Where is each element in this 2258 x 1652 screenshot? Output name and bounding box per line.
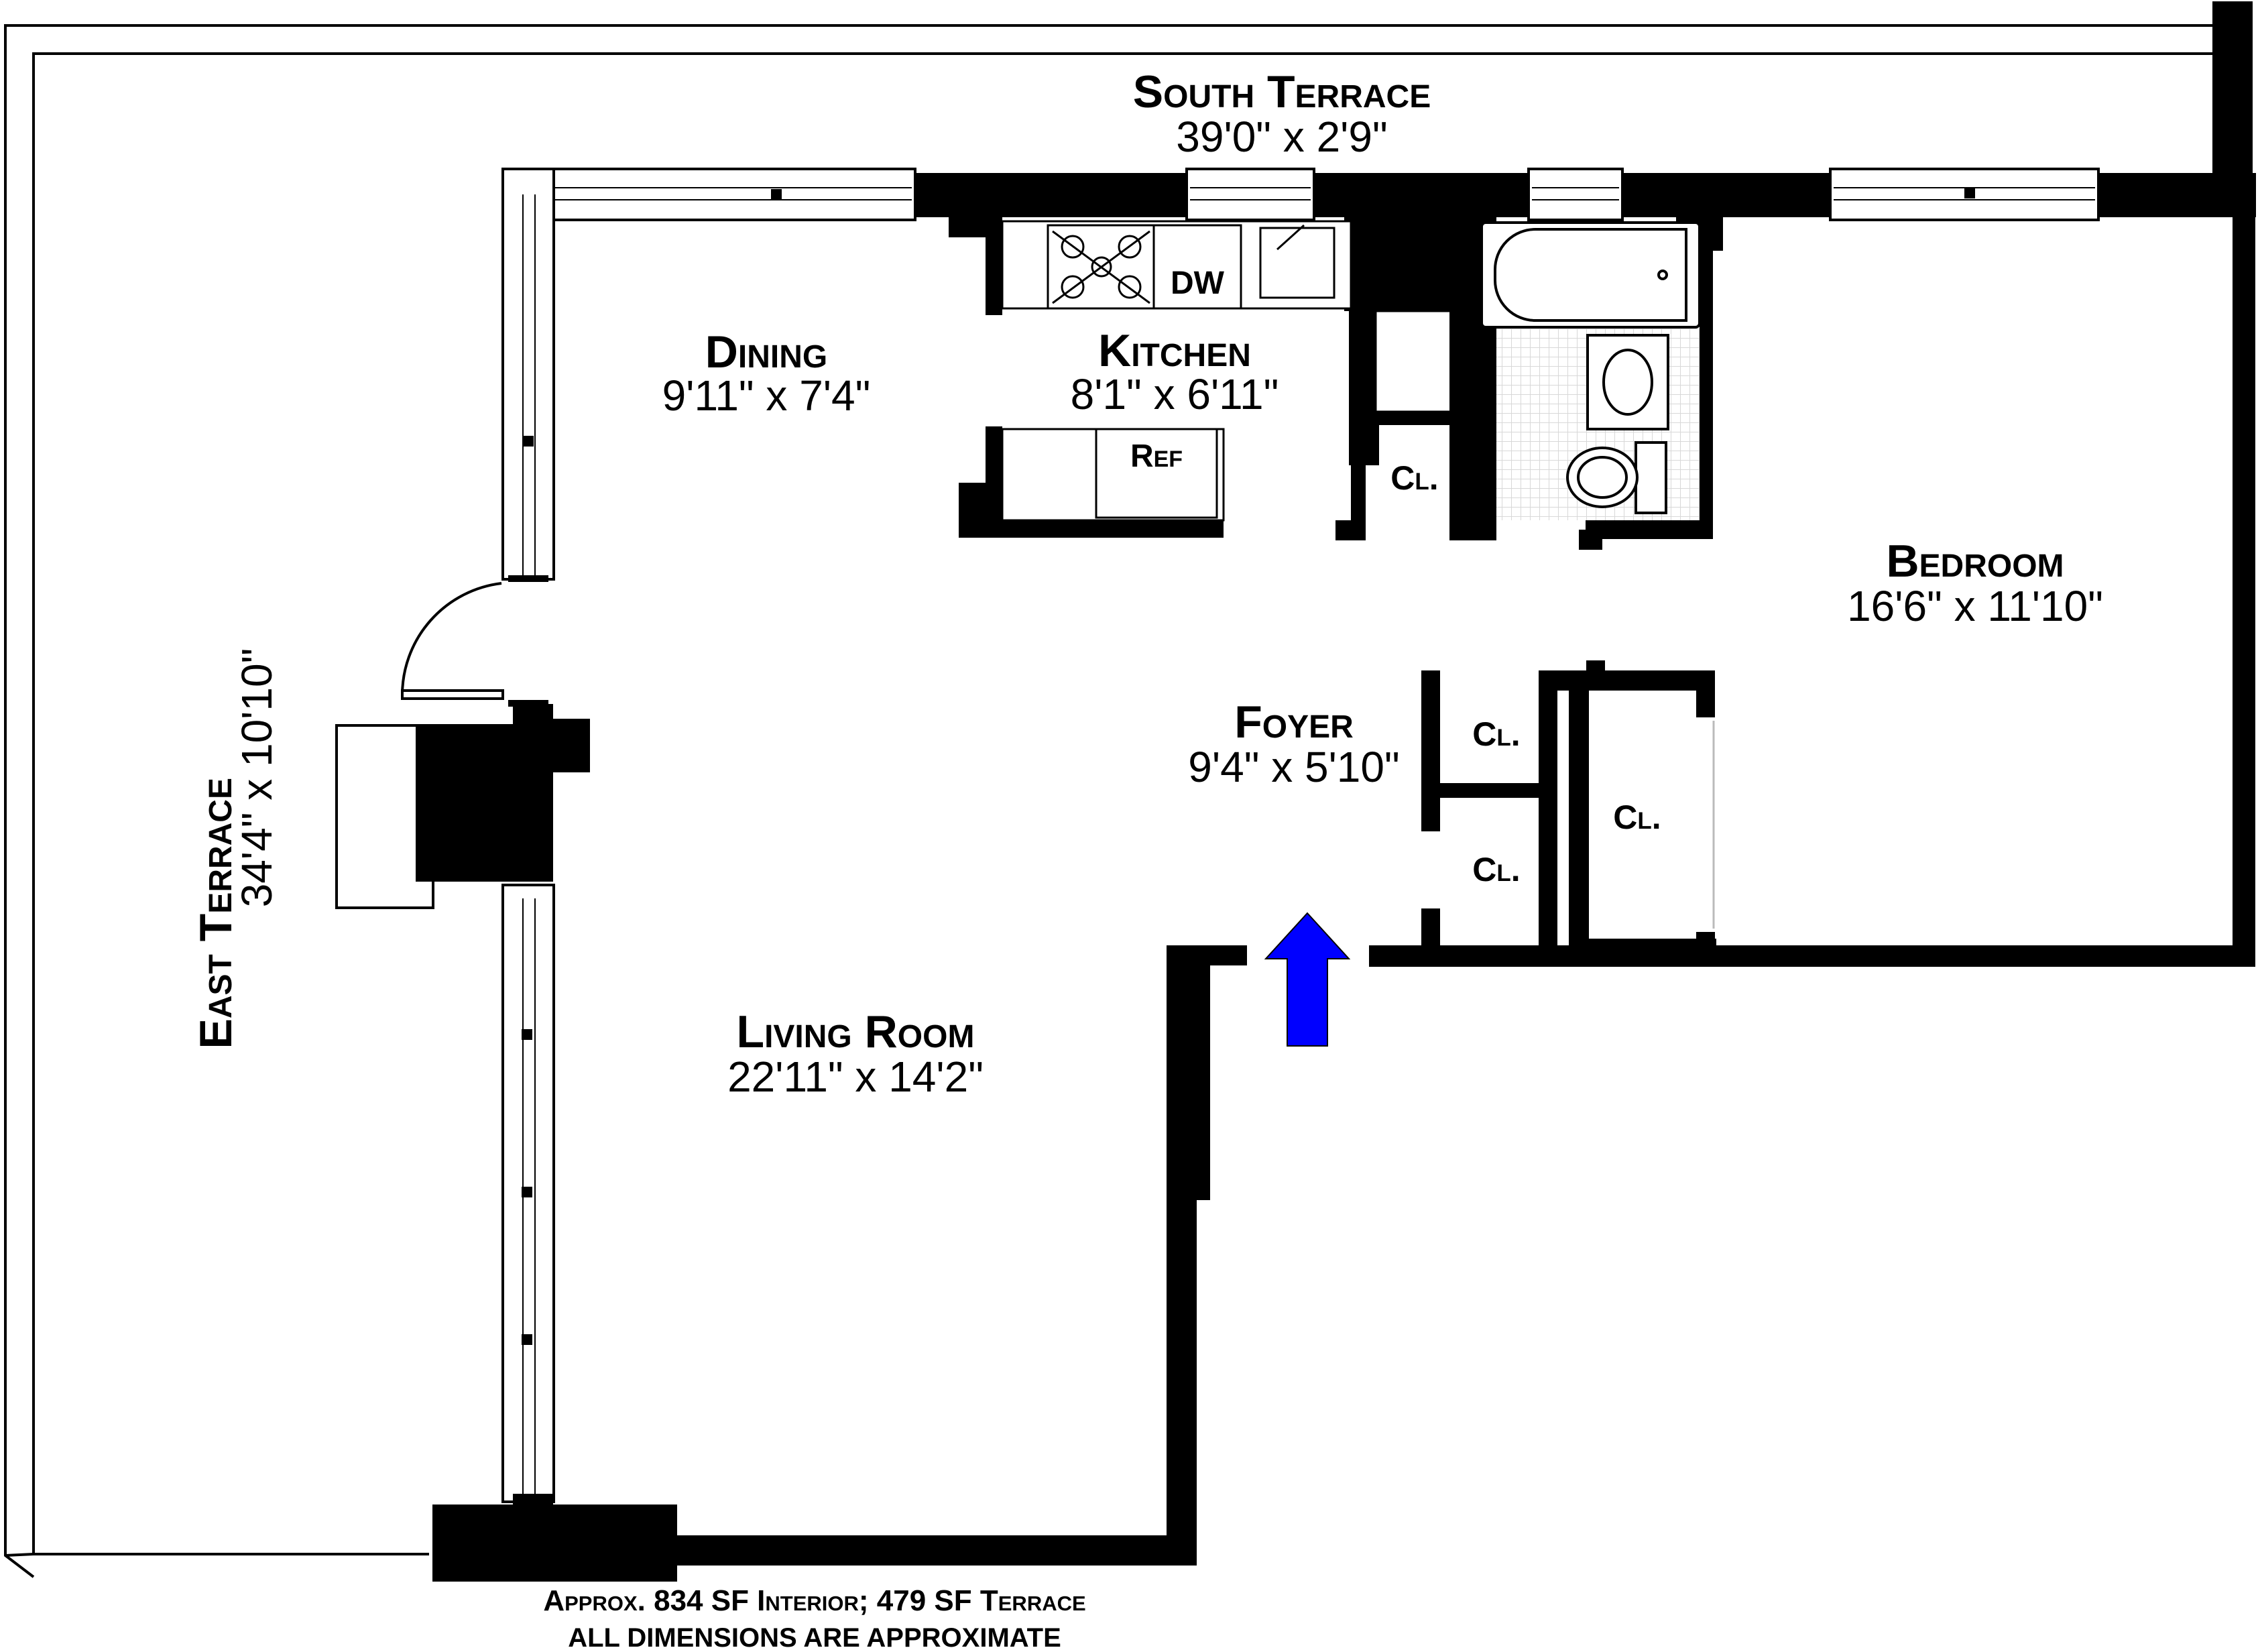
exterior-column <box>2212 1 2253 176</box>
living-room-walls <box>432 945 1247 1582</box>
terrace-outline <box>4 24 2212 1578</box>
east-terrace-dims: 34'4" x 10'10" <box>233 648 281 908</box>
foyer-south-wall <box>1369 945 2254 967</box>
foyer-closet-3-label: Cl. <box>1472 851 1520 888</box>
east-terrace-title: East Terrace <box>190 778 241 1049</box>
refrigerator <box>1095 428 1218 519</box>
foyer-title: Foyer <box>1234 697 1354 748</box>
living-room-title: Living Room <box>737 1006 975 1057</box>
fireplace <box>335 704 590 909</box>
south-terrace-title: South Terrace <box>1133 66 1431 117</box>
refrigerator-label: Ref <box>1130 438 1183 474</box>
south-terrace-dims: 39'0" x 2'9" <box>1176 113 1387 161</box>
foyer-closet-2-label: Cl. <box>1613 799 1661 836</box>
kitchen-title: Kitchen <box>1098 325 1251 376</box>
bathtub-icon <box>1480 221 1701 329</box>
bedroom-title: Bedroom <box>1886 536 2064 587</box>
south-windows <box>501 168 2100 221</box>
kitchen-walls <box>949 217 1449 540</box>
bedroom-dims: 16'6" x 11'10" <box>1847 582 2103 630</box>
area-note: Approx. 834 SF Interior; 479 SF Terrace <box>543 1584 1085 1617</box>
dining-title: Dining <box>705 327 827 377</box>
kitchen-closet-label: Cl. <box>1390 459 1438 497</box>
sink-icon <box>1259 224 1335 299</box>
foyer-closet-1-label: Cl. <box>1472 715 1520 753</box>
west-wall <box>501 168 555 1503</box>
toilet-icon <box>1566 441 1667 514</box>
foyer-closet-walls <box>1421 660 1716 962</box>
foyer-dims: 9'4" x 5'10" <box>1188 743 1399 791</box>
vanity-sink-icon <box>1586 334 1669 430</box>
entry-arrow-icon <box>1264 912 1351 1047</box>
door-swing-icon <box>400 582 504 700</box>
living-room-dims: 22'11" x 14'2" <box>727 1053 984 1101</box>
kitchen-dims: 8'1" x 6'11" <box>1071 370 1279 418</box>
dishwasher-label: DW <box>1171 266 1225 301</box>
disclaimer-note: ALL DIMENSIONS ARE APPROXIMATE <box>568 1623 1061 1652</box>
south-wall <box>915 173 2256 311</box>
dining-dims: 9'11" x 7'4" <box>662 371 871 420</box>
